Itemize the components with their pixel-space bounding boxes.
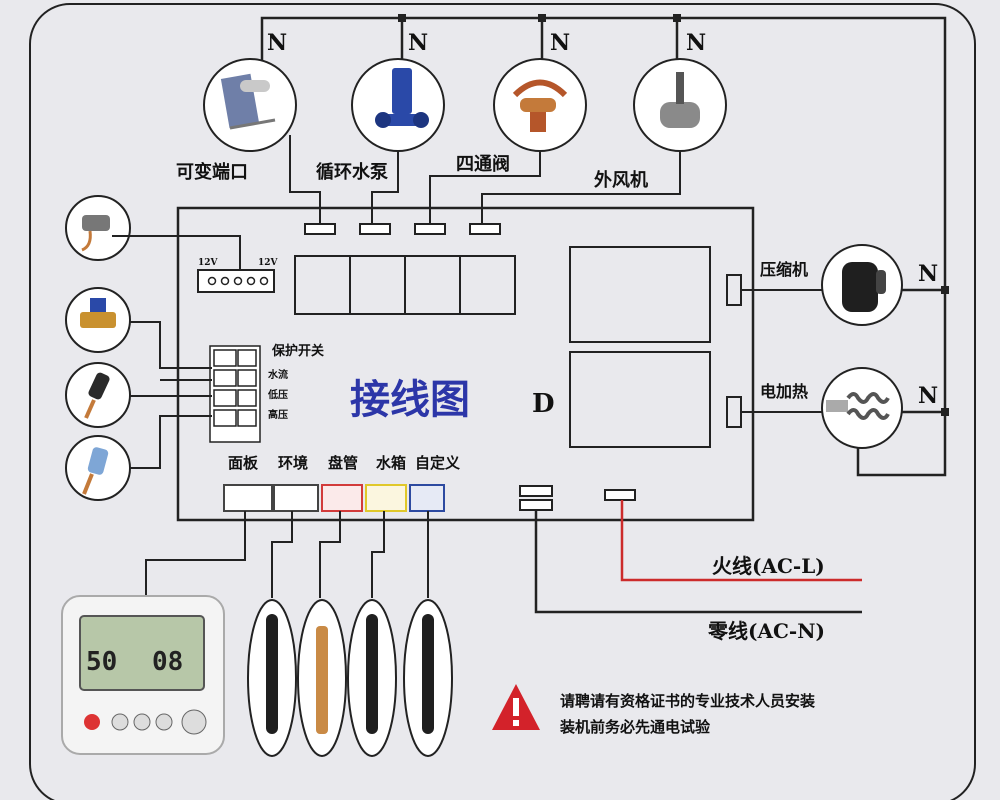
circulation-pump-icon: [375, 68, 429, 128]
controller-dial-icon: [181, 709, 207, 735]
controller-right-value: 08: [152, 647, 183, 677]
n-label-valve: N: [550, 30, 570, 56]
device-outdoor-fan: [633, 58, 727, 152]
temperature-probes: [247, 599, 453, 757]
probe-icon: [266, 614, 278, 734]
low-pressure-switch-icon: [84, 372, 110, 419]
sensor-port-connectors: [223, 484, 445, 512]
diagram-title: 接线图: [350, 377, 470, 423]
device-solar-heater: [203, 58, 297, 152]
warning-line-1: 请聘请有资格证书的专业技术人员安装: [560, 692, 816, 710]
n-label-compressor: N: [918, 261, 938, 287]
right-device-leads: [741, 289, 822, 413]
controller-button-icon: [133, 713, 151, 731]
live-wire-line: [620, 500, 862, 582]
protection-sublabel-flow: 水流: [267, 368, 288, 381]
power-button-icon: [84, 714, 100, 730]
electric-heater-icon: [826, 392, 890, 420]
warning-triangle-icon: [492, 684, 540, 730]
label-12v-left: 12V: [198, 258, 219, 268]
probe-icon: [316, 626, 328, 734]
relay-row: [294, 255, 516, 315]
protection-terminal-block: [209, 345, 261, 443]
device-label-pump: 循环水泵: [316, 161, 388, 183]
n-label-solar: N: [267, 30, 287, 56]
solar-water-heater-icon: [220, 73, 276, 130]
main-control-board: [176, 206, 755, 522]
n-label-pump: N: [408, 30, 428, 56]
n-label-heater: N: [918, 383, 938, 409]
device-four-way-valve: [493, 58, 587, 152]
title-suffix: D: [532, 389, 555, 419]
n-label-fan: N: [686, 30, 706, 56]
controller-lcd: [79, 615, 205, 691]
port-label-ambient: 环境: [278, 454, 308, 472]
outdoor-fan-motor-icon: [660, 72, 700, 128]
flow-switch-icon: [80, 298, 116, 328]
device-compressor: [821, 244, 903, 326]
device-flow-switch: [65, 287, 131, 353]
port-label-coil: 盘管: [328, 454, 358, 472]
device-label-heater: 电加热: [760, 382, 808, 401]
live-wire-label: 火线(AC-L): [712, 554, 825, 578]
probe-icon: [366, 614, 378, 734]
controller-lead: [145, 511, 246, 596]
warning-line-2: 装机前务必先通电试验: [559, 718, 711, 736]
protection-label: 保护开关: [271, 343, 324, 359]
left-sensor-leads: [112, 235, 241, 469]
power-terminals: [519, 485, 636, 511]
output-terminals: [304, 223, 501, 235]
device-low-pressure-switch: [65, 362, 131, 428]
controller-button-icon: [155, 713, 173, 731]
compressor-icon: [842, 262, 886, 312]
controller-left-value: 50: [86, 647, 117, 677]
device-electric-heater: [821, 367, 903, 449]
wired-controller: 50 08: [61, 595, 225, 755]
pressure-sensor-probe-icon: [81, 215, 110, 252]
neutral-wire-line: [534, 510, 862, 614]
probe-icon: [422, 614, 434, 734]
device-temp-sensor: [65, 195, 131, 261]
label-12v-right: 12V: [258, 258, 279, 268]
controller-button-icon: [111, 713, 129, 731]
bus-junctions: [398, 14, 949, 416]
four-way-valve-icon: [512, 79, 568, 132]
port-label-tank: 水箱: [376, 454, 406, 472]
device-label-fan: 外风机: [594, 169, 648, 191]
neutral-wire-label: 零线(AC-N): [707, 619, 825, 643]
device-high-pressure-switch: [65, 435, 131, 501]
terminal-12v: [197, 269, 275, 293]
high-pressure-switch-icon: [82, 447, 109, 495]
port-label-custom: 自定义: [415, 454, 460, 472]
protection-sublabel-low: 低压: [267, 388, 288, 401]
device-label-compressor: 压缩机: [760, 260, 808, 279]
outer-frame: [29, 3, 976, 800]
protection-sublabel-high: 高压: [268, 408, 288, 421]
port-label-panel: 面板: [228, 454, 259, 472]
device-label-valve: 四通阀: [456, 153, 510, 175]
contactors: [569, 246, 742, 448]
device-pump: [351, 58, 445, 152]
probe-leads: [271, 511, 429, 598]
device-label-solar: 可变端口: [176, 161, 248, 183]
